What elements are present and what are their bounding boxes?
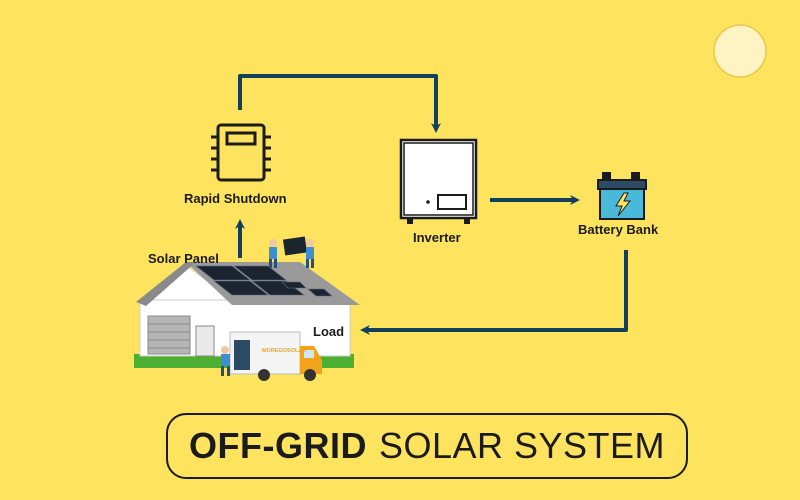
load-label: Load bbox=[313, 324, 345, 339]
truck-brand-text: MOREGOSOLAR bbox=[262, 348, 306, 354]
svg-text:+: + bbox=[606, 172, 611, 181]
arrow-battery-to-load bbox=[360, 250, 628, 335]
flow-arrows bbox=[235, 74, 628, 335]
rapid-shutdown-icon bbox=[211, 123, 271, 182]
arrow-shutdown-to-inverter bbox=[238, 74, 441, 133]
truck-icon: MOREGOSOLAR bbox=[229, 331, 322, 381]
title-regular: SOLAR SYSTEM bbox=[378, 425, 666, 466]
diagram-title: OFF-GRID SOLAR SYSTEM bbox=[166, 413, 688, 479]
battery-icon: + − bbox=[597, 172, 647, 220]
inverter-label: Inverter bbox=[413, 230, 461, 245]
svg-text:−: − bbox=[633, 172, 638, 181]
battery-bank-label: Battery Bank bbox=[578, 222, 659, 237]
rapid-shutdown-label: Rapid Shutdown bbox=[184, 191, 287, 206]
title-bold: OFF-GRID bbox=[188, 425, 367, 466]
solar-panel-label: Solar Panel bbox=[148, 251, 219, 266]
sun-icon bbox=[713, 24, 767, 78]
worker-icon bbox=[221, 236, 314, 376]
inverter-icon bbox=[399, 138, 478, 224]
solar-panel-array bbox=[195, 265, 333, 297]
